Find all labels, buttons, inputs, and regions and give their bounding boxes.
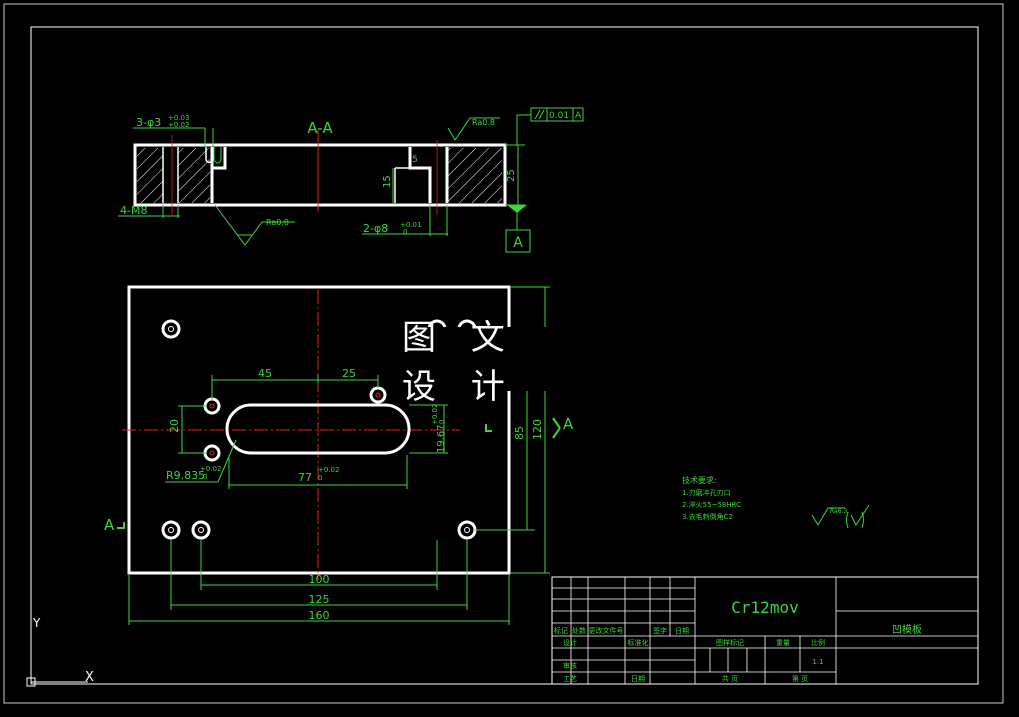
dim-100: 100 — [309, 573, 330, 586]
height-dim: 25 — [506, 169, 517, 182]
title-block: Cr12mov 凹模板 标记 处数 更改文件号 签字 日期 设计 标准化 审核 … — [551, 576, 979, 685]
dim-125: 125 — [309, 593, 330, 606]
designer: 设计 — [563, 638, 577, 647]
stage-label: 图样标记 — [716, 638, 744, 647]
scale-value: 1:1 — [812, 658, 823, 666]
slot-radius-tol-lower: 0 — [203, 473, 207, 481]
checker: 审核 — [563, 661, 577, 670]
hole — [369, 386, 387, 404]
slot-length-tol-upper: +0.02 — [318, 466, 339, 474]
small-dim: 5 — [412, 155, 418, 165]
hole-callout: 3-φ3 — [136, 116, 161, 129]
pin-tol-upper: +0.01 — [400, 221, 421, 229]
tech-notes-line2: 2.淬火55~58HRC — [682, 500, 741, 509]
hole — [203, 397, 221, 415]
depth-dim: 15 — [382, 175, 393, 188]
roughness-symbol-label: Ra6.3 — [830, 508, 847, 515]
part-name: 凹模板 — [892, 623, 922, 636]
thread-callout: 4-M8 — [120, 204, 147, 217]
weight-label: 重量 — [776, 639, 790, 647]
ucs-icon: Y X — [26, 616, 94, 687]
dim-45: 45 — [258, 367, 272, 380]
parallel-tol-value: 0.01 — [549, 111, 569, 121]
watermark: 图 文 设 计 — [402, 318, 550, 407]
hole — [457, 520, 477, 540]
pin-callout: 2-φ8 — [363, 222, 388, 235]
header-sign: 签字 — [653, 626, 667, 635]
dim-20: 20 — [168, 419, 181, 433]
header-mark: 标记 — [554, 626, 568, 635]
slot-length-tol-lower: 0 — [318, 474, 322, 482]
hole — [203, 444, 221, 462]
material: Cr12mov — [731, 598, 798, 617]
section-view: A-A 3-φ3 +0.03 +0.02 4-M8 Ra0.8 Ra0.8 2-… — [118, 107, 584, 253]
header-doc: 更改文件号 — [589, 626, 624, 635]
dim-85: 85 — [513, 426, 526, 440]
dim-25: 25 — [342, 367, 356, 380]
sheet-total: 共 页 — [722, 674, 738, 683]
hole-tol-upper: +0.03 — [168, 114, 189, 122]
date: 日期 — [631, 675, 645, 683]
tech-notes-line3: 3.去毛刺倒角C2 — [682, 512, 733, 521]
scale-label: 比例 — [811, 638, 825, 647]
header-qty: 处数 — [572, 626, 586, 635]
roughness-bottom: Ra0.8 — [266, 218, 289, 227]
tech-notes: 技术要求: 1.刃磨冲孔刃口 2.淬火55~58HRC 3.去毛刺倒角C2 — [682, 475, 741, 521]
hole-tol-lower: +0.02 — [168, 121, 189, 129]
hole — [161, 319, 181, 339]
section-label: A-A — [307, 119, 333, 137]
slot-width: 19.67 — [436, 424, 447, 453]
slot-width-tol-lower: 0 — [438, 420, 446, 424]
header-date: 日期 — [675, 627, 689, 635]
drawing-frame — [30, 26, 979, 685]
side-label: A — [563, 415, 574, 433]
dim-160: 160 — [309, 609, 330, 622]
slot-radius: R9.835 — [166, 469, 205, 482]
process: 工艺 — [563, 675, 577, 683]
ucs-y-label: Y — [32, 616, 41, 630]
hole — [191, 520, 211, 540]
ucs-x-label: X — [85, 670, 94, 685]
sheet-border — [3, 3, 1004, 704]
parallel-tol-datum: A — [575, 111, 582, 121]
roughness-top: Ra0.8 — [472, 118, 495, 127]
tech-notes-title: 技术要求: — [682, 475, 717, 485]
arrow-label: A — [104, 516, 115, 534]
slot-radius-tol-upper: +0.02 — [200, 465, 221, 473]
standard: 标准化 — [628, 638, 649, 647]
plan-view: 45 25 20 R9.835 +0.02 0 77 +0.02 0 19.67… — [104, 285, 574, 625]
hole — [161, 520, 181, 540]
slot-width-tol-upper: +0.02 — [431, 404, 439, 425]
tech-notes-line1: 1.刃磨冲孔刃口 — [682, 488, 731, 497]
slot-length: 77 — [298, 471, 312, 484]
pin-tol-lower: 0 — [403, 228, 407, 236]
datum-label: A — [513, 235, 523, 251]
sheet-no: 第 页 — [792, 674, 808, 683]
roughness-symbol: Ra6.3 — [811, 504, 870, 529]
dim-120: 120 — [531, 419, 544, 440]
